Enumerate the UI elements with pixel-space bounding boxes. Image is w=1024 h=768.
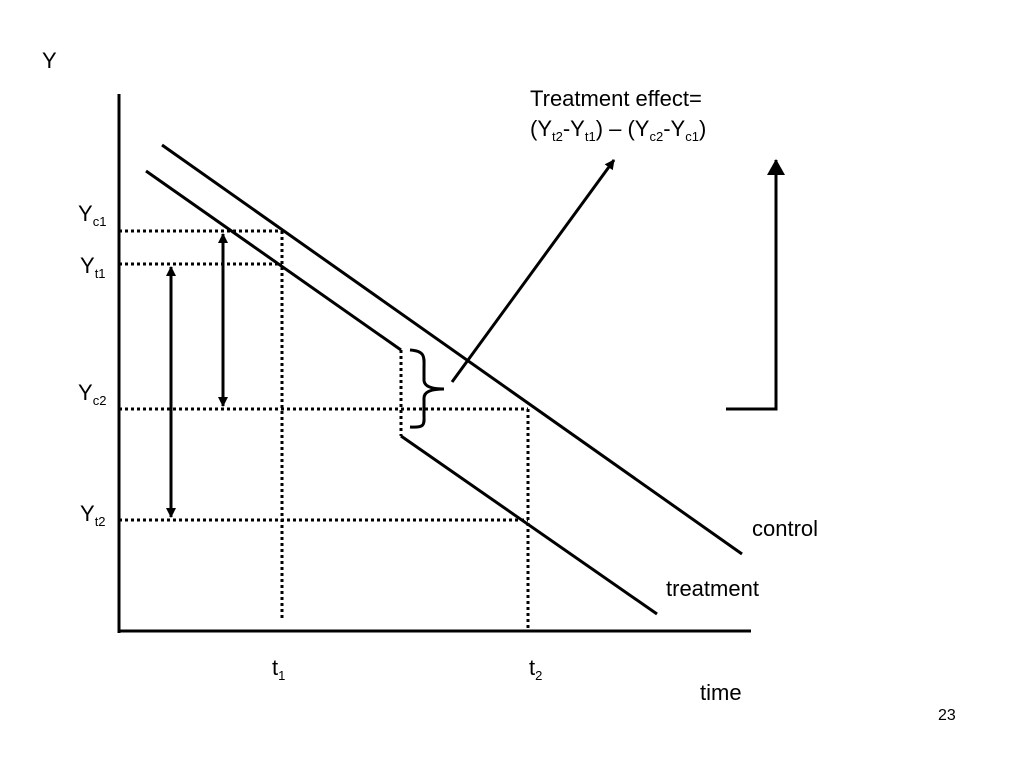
label-t2: t2	[529, 655, 543, 683]
control-label: control	[752, 516, 819, 541]
label-yc1: Yc1	[78, 201, 107, 229]
effect-pointer-arrow	[450, 159, 616, 383]
effect-formula: (Yt2-Yt1) – (Yc2-Yc1)	[530, 115, 707, 144]
label-yc2: Yc2	[78, 380, 107, 408]
page-number: 23	[938, 707, 956, 724]
x-axis-title: time	[700, 680, 742, 705]
treatment-effect-formula: Treatment effect= (Yt2-Yt1) – (Yc2-Yc1)	[530, 84, 706, 145]
label-yt1: Yt1	[80, 253, 106, 281]
up-arrow	[726, 159, 785, 411]
control-line	[161, 143, 743, 556]
treatment-line-after	[400, 434, 658, 616]
label-yt2: Yt2	[80, 501, 106, 529]
treatment-label: treatment	[666, 576, 759, 601]
y-axis-title: Y	[42, 48, 57, 73]
effect-title: Treatment effect=	[530, 86, 702, 111]
treatment-line-before	[145, 169, 402, 352]
label-t1: t1	[272, 655, 286, 683]
effect-brace	[409, 348, 445, 429]
